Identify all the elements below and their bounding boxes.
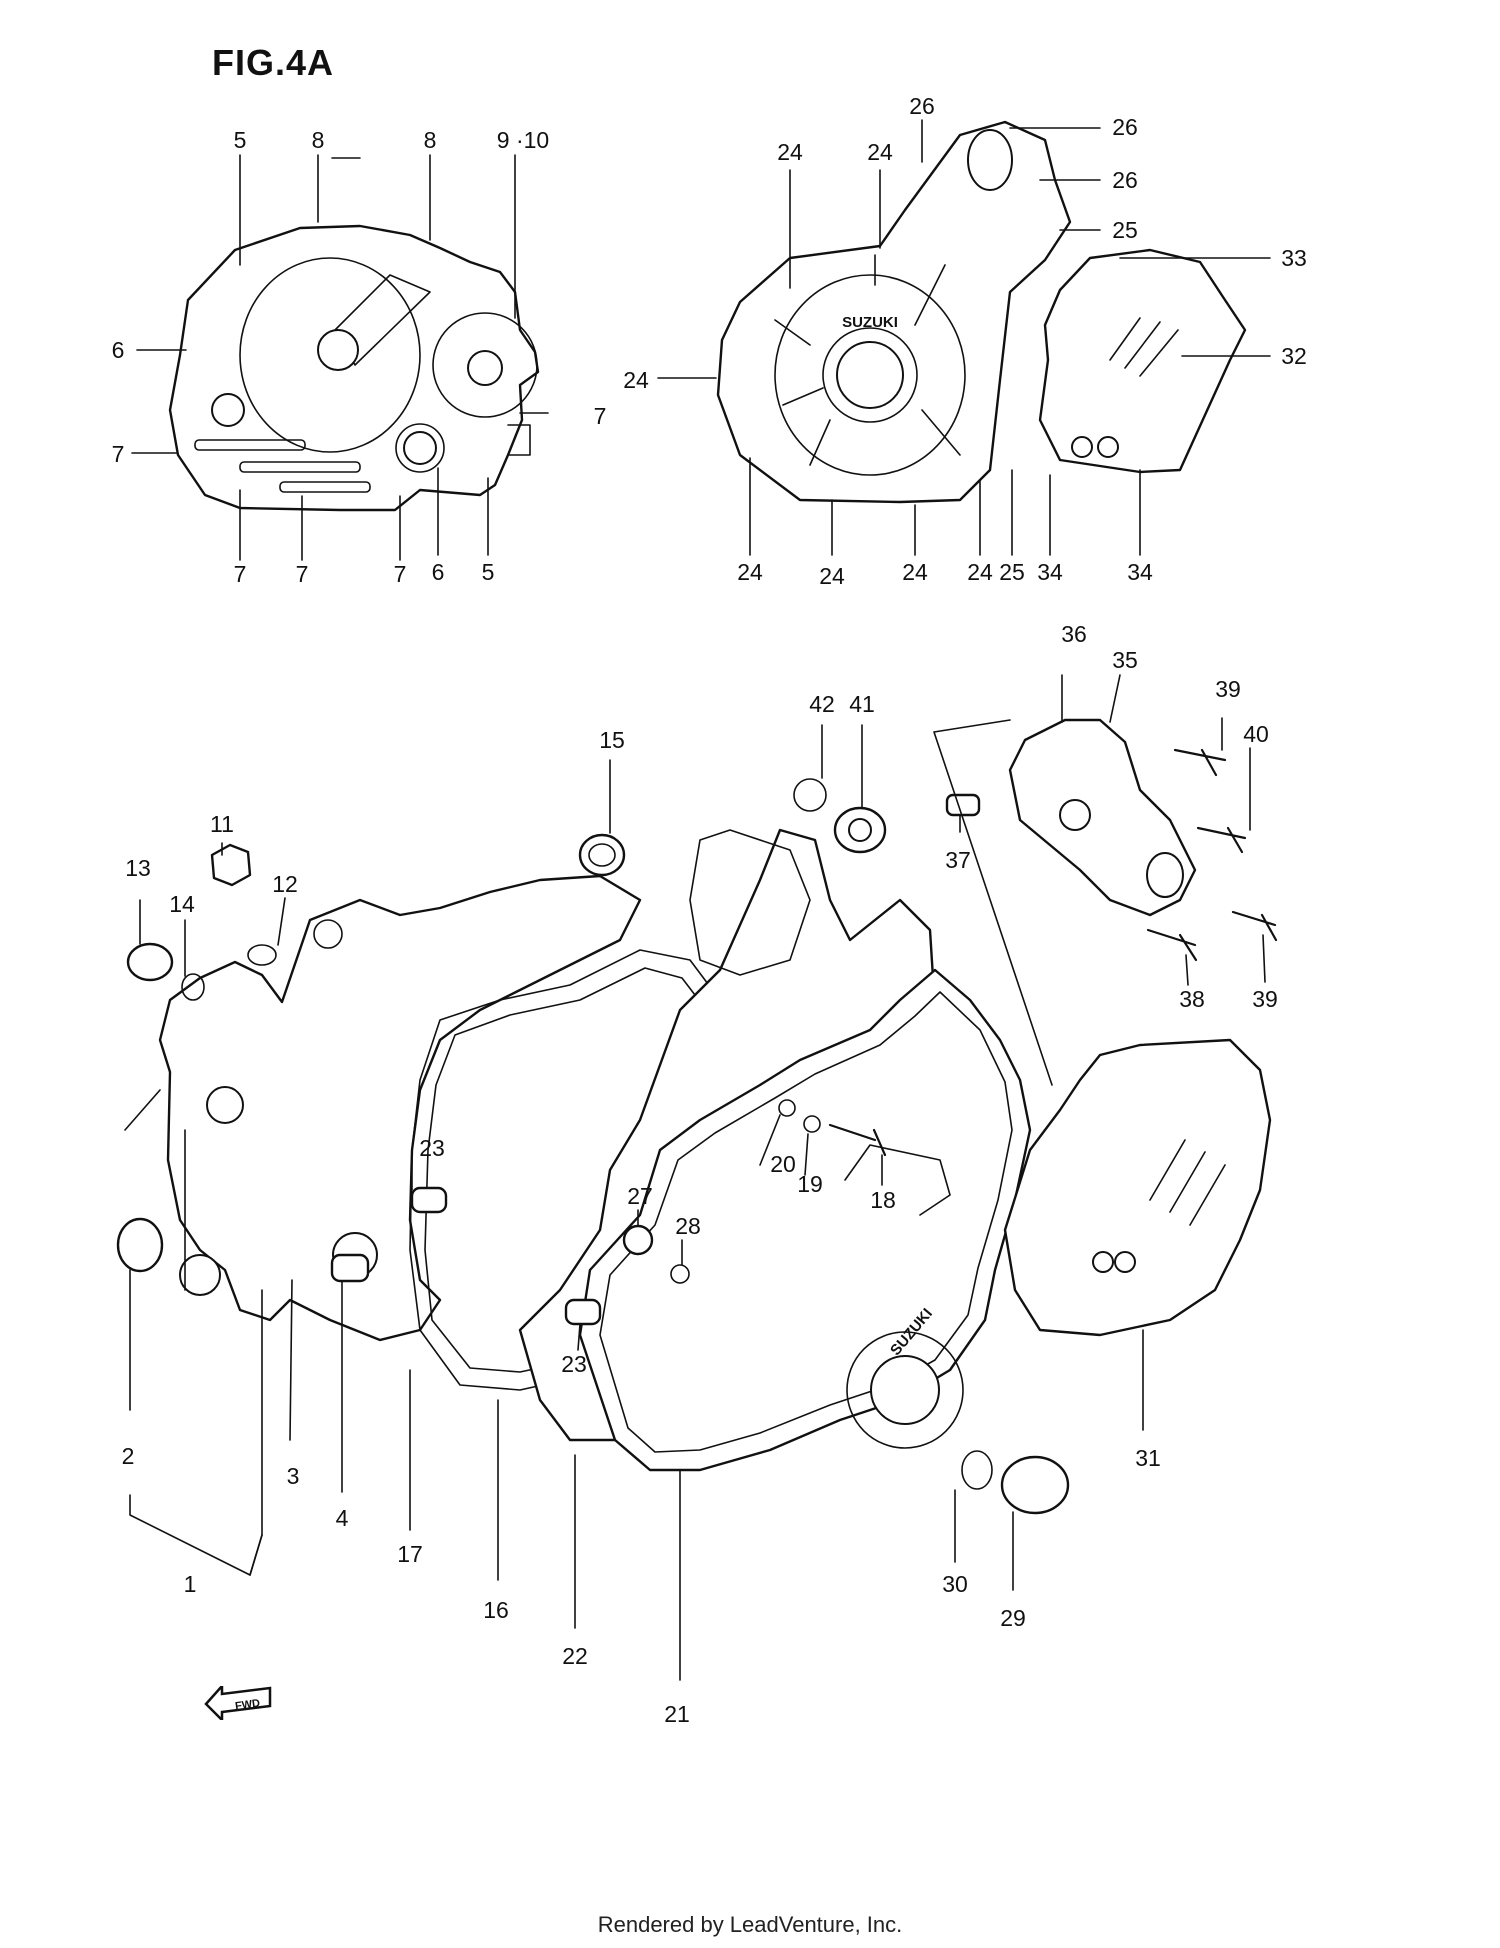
callout: 32 (1281, 343, 1307, 369)
figure-title: FIG.4A (212, 42, 335, 83)
callout: 24 (777, 139, 803, 165)
callout: 25 (999, 559, 1025, 585)
callout: 22 (562, 1643, 588, 1669)
bolt-40 (1196, 826, 1247, 854)
magneto-cover: SUZUKI (578, 968, 1032, 1472)
callout: 27 (627, 1183, 653, 1209)
callout: 18 (870, 1187, 896, 1213)
suzuki-logo-small: SUZUKI (842, 314, 898, 331)
dowel-pin-4 (330, 1253, 370, 1283)
callout: 7 (112, 441, 125, 467)
bolt-27 (622, 1224, 654, 1256)
callout: 24 (819, 563, 845, 589)
crankcase-left-half (158, 874, 642, 1342)
callout: 9 ·10 (497, 127, 549, 153)
o-ring-12 (247, 944, 277, 966)
water-pump-cover (1008, 718, 1197, 917)
callout: 26 (1112, 114, 1138, 140)
callout: 34 (1037, 559, 1063, 585)
callout: 40 (1243, 721, 1269, 747)
callout: 2 (122, 1443, 135, 1469)
callout: 35 (1112, 647, 1138, 673)
drain-plug-13 (126, 942, 174, 982)
sprocket-cover-top (1038, 248, 1247, 474)
forward-arrow-icon: FWD (204, 1686, 272, 1720)
callout: 29 (1000, 1605, 1026, 1631)
callout: 11 (210, 811, 234, 837)
circlip-42 (793, 778, 827, 812)
render-credit: Rendered by LeadVenture, Inc. (597, 1912, 903, 1937)
o-ring-30 (961, 1450, 993, 1490)
callout: 7 (394, 561, 407, 587)
callout: 36 (1061, 621, 1087, 647)
callout: 42 (809, 691, 835, 717)
callout: 21 (664, 1701, 690, 1727)
callout: 24 (902, 559, 928, 585)
callout: 5 (482, 559, 495, 585)
bolt-18 (828, 1123, 887, 1157)
callout: 5 (234, 127, 247, 153)
callout: 3 (287, 1463, 300, 1489)
bolt-39a (1173, 748, 1227, 777)
callout: 7 (594, 403, 607, 429)
callout: 41 (849, 691, 875, 717)
oil-seal-15 (578, 833, 626, 877)
callout: 23 (419, 1135, 445, 1161)
callout: 28 (675, 1213, 701, 1239)
callout: 26 (1112, 167, 1138, 193)
magneto-cover-inner-view: SUZUKI (716, 120, 1072, 504)
callout: 20 (770, 1151, 796, 1177)
callout: 6 (112, 337, 125, 363)
clutch-cover-inner-view (168, 224, 540, 512)
callout: 12 (272, 871, 298, 897)
plug-2 (116, 1217, 164, 1273)
callout: 30 (942, 1571, 968, 1597)
callout: 39 (1252, 986, 1278, 1012)
callout: 37 (945, 847, 971, 873)
callout: 31 (1135, 1445, 1161, 1471)
callout: 24 (737, 559, 763, 585)
callout: 26 (909, 93, 935, 119)
callout: 4 (336, 1505, 349, 1531)
callout: 24 (867, 139, 893, 165)
small-hardware (116, 748, 1278, 1515)
bolt-39b (1231, 910, 1278, 942)
callout: 24 (623, 367, 649, 393)
bolt-38 (1146, 928, 1198, 962)
callout: 23 (561, 1351, 587, 1377)
plug-29 (1000, 1455, 1070, 1515)
callout: 8 (424, 127, 437, 153)
callout: 39 (1215, 676, 1241, 702)
callout: 15 (599, 727, 625, 753)
dowel-pin-37 (945, 793, 981, 817)
o-ring-28 (670, 1264, 690, 1284)
washer-19 (778, 1099, 796, 1117)
callout: 7 (234, 561, 247, 587)
dowel-pin-23b (564, 1298, 602, 1326)
callout: 16 (483, 1597, 509, 1623)
fwd-label: FWD (234, 1697, 261, 1712)
callout: 6 (432, 559, 445, 585)
callout: 13 (125, 855, 151, 881)
callout-labels: 5 8 8 9 ·10 6 7 7 7 7 7 6 5 24 24 24 24 … (112, 93, 1307, 1727)
callout: 33 (1281, 245, 1307, 271)
callout: 38 (1179, 986, 1205, 1012)
filler-cap-11 (210, 843, 252, 887)
callout: 14 (169, 891, 195, 917)
callout: 8 (312, 127, 325, 153)
callout: 25 (1112, 217, 1138, 243)
callout: 34 (1127, 559, 1153, 585)
callout: 19 (797, 1171, 823, 1197)
callout: 24 (967, 559, 993, 585)
leader-lines (124, 119, 1271, 1681)
callout: 7 (296, 561, 309, 587)
callout: 17 (397, 1541, 423, 1567)
sprocket-cover (1003, 1038, 1272, 1337)
washer-20 (803, 1115, 821, 1133)
callout: 1 (184, 1571, 197, 1597)
dowel-pin-23a (410, 1186, 448, 1214)
washer-14 (181, 973, 205, 1001)
